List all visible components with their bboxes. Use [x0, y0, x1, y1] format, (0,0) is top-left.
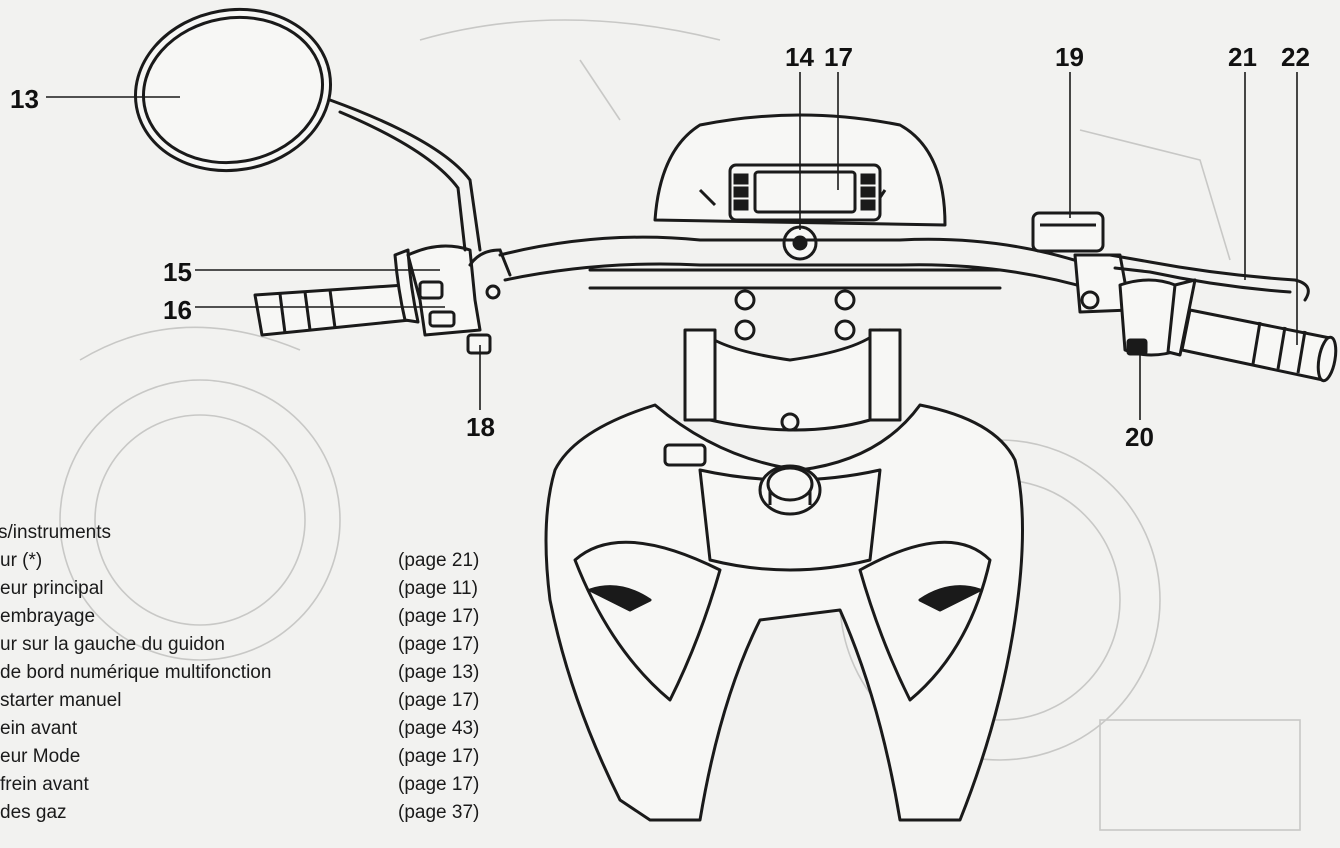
right-switch-housing: [1118, 278, 1197, 357]
leader-lines: [46, 72, 1298, 420]
callout-19: 19: [1055, 42, 1084, 72]
handlebar: [498, 235, 1097, 292]
callout-16: 16: [163, 295, 192, 325]
legend-item-page: (page 17): [398, 606, 480, 627]
legend-row: frein avant (page 17): [0, 774, 560, 798]
multifunction-display: [728, 163, 882, 222]
legend-item-name: embrayage: [0, 606, 96, 627]
legend-item-name: des gaz: [0, 802, 67, 823]
legend-row: des gaz (page 37): [0, 802, 560, 826]
callout-21: 21: [1228, 42, 1257, 72]
legend-heading: s/instruments: [0, 522, 111, 543]
legend-item-page: (page 37): [398, 802, 480, 823]
legend-row: de bord numérique multifonction (page 13…: [0, 662, 560, 686]
triple-clamp: [683, 289, 902, 432]
ghost-background: [59, 19, 1301, 831]
legend-item-page: (page 13): [398, 662, 480, 683]
fuel-cap: [758, 464, 822, 516]
legend-row: eur Mode (page 17): [0, 746, 560, 770]
legend-item-page: (page 17): [398, 690, 480, 711]
legend-item-name: ur sur la gauche du guidon: [0, 634, 225, 655]
callout-18: 18: [466, 412, 495, 442]
legend-item-name: starter manuel: [0, 690, 122, 711]
brake-master-cylinder: [1031, 211, 1132, 314]
throttle-grip: [1180, 308, 1338, 383]
callout-20: 20: [1125, 422, 1154, 452]
callout-17: 17: [824, 42, 853, 72]
fuel-tank: [544, 403, 1024, 822]
left-grip: [253, 244, 492, 355]
legend-item-page: (page 17): [398, 634, 480, 655]
legend-item-name: ein avant: [0, 718, 78, 739]
fork-tube-left: [663, 443, 707, 467]
legend-item-name: ur (*): [0, 550, 43, 571]
rear-view-mirror: [133, 7, 482, 252]
legend-item-name: eur principal: [0, 578, 104, 599]
callout-13: 13: [10, 84, 39, 114]
legend-row: starter manuel (page 17): [0, 690, 560, 714]
legend-item-page: (page 21): [398, 550, 480, 571]
callout-14: 14: [785, 42, 814, 72]
legend-item-page: (page 11): [398, 578, 478, 599]
legend-row: eur principal (page 11): [0, 578, 560, 602]
legend-row: ur sur la gauche du guidon (page 17): [0, 634, 560, 658]
legend-item-name: eur Mode: [0, 746, 81, 767]
legend-item-name: de bord numérique multifonction: [0, 662, 272, 683]
callout-22: 22: [1281, 42, 1310, 72]
front-brake-lever: [1108, 253, 1310, 302]
callout-15: 15: [163, 257, 192, 287]
legend-item-page: (page 43): [398, 718, 480, 739]
legend-row: ur (*) (page 21): [0, 550, 560, 574]
clutch-lever: [468, 248, 512, 300]
legend-item-page: (page 17): [398, 774, 480, 795]
legend-row: ein avant (page 43): [0, 718, 560, 742]
legend-item-page: (page 17): [398, 746, 480, 767]
ignition-switch: [782, 225, 818, 261]
legend-item-name: frein avant: [0, 774, 89, 795]
legend-row: embrayage (page 17): [0, 606, 560, 630]
